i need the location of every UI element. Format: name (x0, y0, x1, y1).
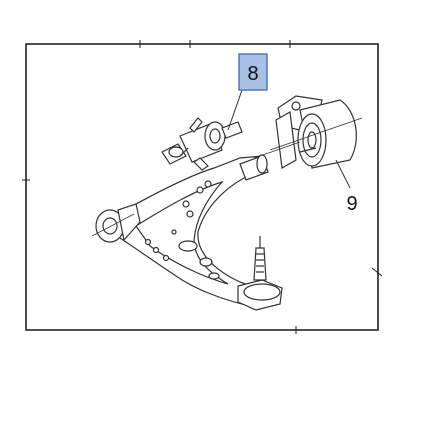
ball-joint-stud (253, 236, 267, 281)
bushing-part-8 (161, 117, 243, 171)
leader-line-9 (335, 159, 351, 189)
frame-ticks (22, 40, 383, 334)
callout-8[interactable]: 8 (238, 53, 268, 91)
callout-8-box (238, 53, 268, 91)
leader-line-8 (227, 89, 243, 131)
callout-9-label: 9 (346, 193, 357, 215)
diagram-frame (25, 43, 379, 331)
arm-centerlines (91, 141, 301, 237)
control-arm (95, 154, 283, 311)
callout-8-label: 8 (247, 63, 258, 85)
callout-9[interactable]: 9 (346, 193, 357, 215)
bushing-part-9 (275, 95, 357, 169)
centerline-9 (269, 117, 363, 151)
